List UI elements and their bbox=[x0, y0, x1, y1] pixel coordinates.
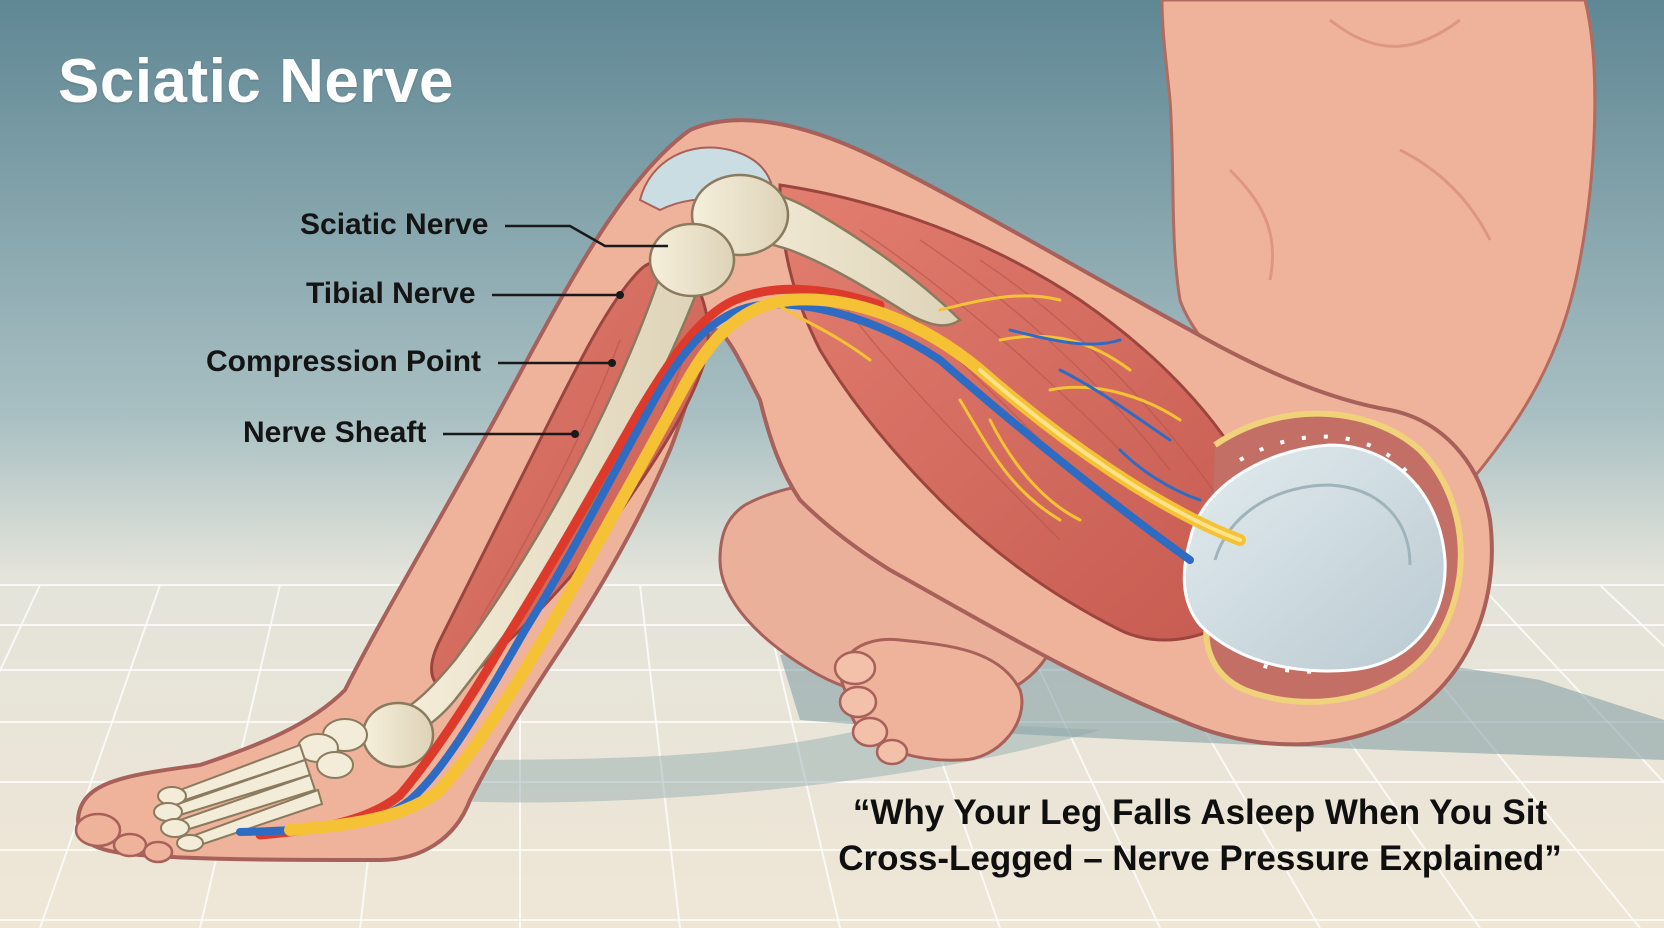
tibia-head bbox=[648, 222, 736, 298]
nerve-branches bbox=[768, 294, 1182, 522]
vein-blue bbox=[236, 300, 1194, 836]
artery-red bbox=[255, 284, 885, 840]
leader-lines bbox=[443, 224, 668, 436]
caption-line-2: Cross-Legged – Nerve Pressure Explained” bbox=[838, 839, 1562, 878]
nerve-sheath-highlight bbox=[978, 368, 1242, 542]
vein-branches bbox=[1008, 328, 1202, 502]
label-nerve-sheath: Nerve Sheaft bbox=[243, 416, 427, 449]
canal-inner bbox=[1213, 483, 1412, 566]
caption-line-1: “Why Your Leg Falls Asleep When You Sit bbox=[852, 793, 1548, 832]
caption: “Why Your Leg Falls Asleep When You Sit … bbox=[800, 790, 1600, 882]
leader-sciatic-nerve bbox=[505, 224, 668, 248]
label-sciatic-nerve: Sciatic Nerve bbox=[300, 208, 489, 241]
ankle-bone bbox=[361, 701, 435, 769]
front-toes bbox=[74, 812, 174, 864]
torso-contour bbox=[1228, 18, 1492, 281]
label-compression-point: Compression Point bbox=[206, 345, 482, 378]
label-tibial-nerve: Tibial Nerve bbox=[306, 277, 476, 310]
dot-compression-point bbox=[608, 359, 616, 367]
back-foot-toes bbox=[833, 650, 909, 766]
foot-bones bbox=[153, 718, 368, 852]
leader-dots bbox=[571, 291, 624, 438]
dot-nerve-sheath bbox=[571, 430, 579, 438]
dot-tibial-nerve bbox=[616, 291, 624, 299]
page-title: Sciatic Nerve bbox=[58, 47, 454, 116]
